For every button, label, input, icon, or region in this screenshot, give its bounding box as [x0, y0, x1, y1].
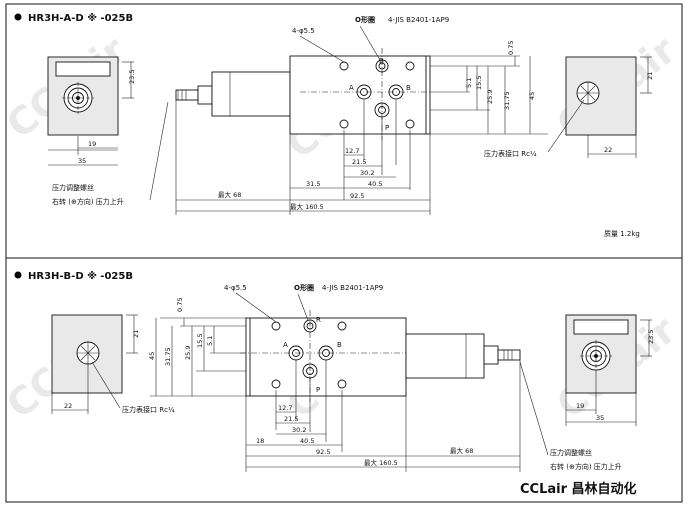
- dim-label: 19: [576, 402, 584, 410]
- rotate-note: 右转 (⊕方向) 压力上升: [52, 197, 124, 206]
- holes-label: 4-φ5.5: [224, 284, 247, 292]
- bullet-icon: [14, 13, 22, 21]
- right-end-view-b: 23.5 19 35: [565, 314, 655, 426]
- dim-label: 21: [646, 72, 654, 80]
- dim-label: 31.75: [164, 347, 172, 366]
- right-dims: 0.75 5.1 15.5 25.9 31.75 45: [430, 41, 548, 135]
- oring-spec: 4-JIS B2401-1AP9: [388, 16, 449, 24]
- dim-label: 45: [528, 92, 536, 100]
- right-end-view: 21 22 压力表接口 Rc¼: [484, 56, 654, 158]
- dim-label: 23.5: [647, 330, 655, 344]
- dim-label: 19: [88, 140, 96, 148]
- port-label: B: [406, 84, 411, 92]
- port-label: B: [337, 341, 342, 349]
- adjust-notes-b: 压力调整螺丝 右转 (⊕方向) 压力上升: [519, 361, 622, 471]
- brand-label: CCLair 昌林自动化: [520, 481, 637, 497]
- dim-label: 35: [596, 414, 604, 422]
- dim-label: 21.5: [284, 415, 298, 423]
- left-end-view-b: 21 22 压力表接口 Rc¼: [51, 314, 175, 414]
- port-label: B: [379, 57, 384, 65]
- port-label: P: [316, 386, 320, 394]
- main-valve-body-b: R A B P: [240, 310, 521, 402]
- left-end-view: 23.5 19 35: [47, 56, 136, 166]
- dim-label: 25.9: [184, 346, 192, 360]
- model-title: HR3H-B-D ※ -025B: [28, 270, 133, 282]
- dim-label: 21.5: [352, 158, 366, 166]
- model-title: HR3H-A-D ※ -025B: [28, 12, 133, 24]
- gauge-port-label: 压力表接口 Rc¼: [484, 149, 537, 158]
- gauge-port-label: 压力表接口 Rc¼: [122, 405, 175, 414]
- annotation-group: 4-φ5.5 O形圈 4-JIS B2401-1AP9: [292, 15, 449, 63]
- dim-label: 31.5: [306, 180, 320, 188]
- dim-label: 30.2: [292, 426, 306, 434]
- annotation-group-b: 4-φ5.5 O形圈 4-JIS B2401-1AP9: [224, 283, 383, 323]
- port-label: P: [385, 124, 389, 132]
- dim-label: 92.5: [316, 448, 330, 456]
- adj-screw-label: 压力调整螺丝: [550, 448, 592, 457]
- adjust-notes: 压力调整螺丝 右转 (⊕方向) 压力上升: [52, 101, 169, 206]
- dim-label: 12.7: [278, 404, 292, 412]
- dim-label: 25.9: [486, 90, 494, 104]
- dim-label: 22: [64, 402, 72, 410]
- dim-label: 18: [256, 437, 264, 445]
- dim-label: 最大 160.5: [364, 458, 398, 467]
- dim-label: 45: [148, 352, 156, 360]
- dim-label: 5.1: [206, 336, 214, 346]
- mass-label: 质量 1.2kg: [604, 229, 640, 238]
- dim-label: 35: [78, 157, 86, 165]
- rotate-note: 右转 (⊕方向) 压力上升: [550, 462, 622, 471]
- left-dims-b: 0.75 5.1 15.5 25.9 31.75 45: [148, 298, 246, 397]
- dim-label: 15.5: [475, 76, 483, 90]
- dim-label: 23.5: [128, 70, 136, 84]
- port-label: A: [349, 84, 354, 92]
- bottom-dims: 12.7 21.5 30.2 40.5 31.5 92.5 最大 68 最大 1…: [175, 100, 431, 215]
- dim-label: 0.75: [507, 41, 515, 55]
- dim-label: 5.1: [465, 78, 473, 88]
- bullet-icon: [14, 271, 22, 279]
- dim-label: 0.75: [176, 298, 184, 312]
- oring-label: O形圈: [355, 15, 375, 24]
- dim-label: 40.5: [300, 437, 314, 445]
- dim-label: 最大 68: [450, 446, 473, 455]
- dim-label: 31.75: [503, 91, 511, 110]
- dim-label: 最大 160.5: [290, 202, 324, 211]
- dim-label: 22: [604, 146, 612, 154]
- dim-label: 30.2: [360, 169, 374, 177]
- bottom-dims-b: 12.7 21.5 30.2 40.5 18 92.5 最大 68 最大 160…: [245, 360, 521, 472]
- oring-label: O形圈: [294, 283, 314, 292]
- dim-label: 40.5: [368, 180, 382, 188]
- dim-label: 21: [132, 330, 140, 338]
- dim-label: 12.7: [345, 147, 359, 155]
- oring-spec: 4-JIS B2401-1AP9: [322, 284, 383, 292]
- adj-screw-label: 压力调整螺丝: [52, 183, 94, 192]
- main-valve-body: B A B P: [175, 48, 431, 140]
- port-label: A: [283, 341, 288, 349]
- dim-label: 92.5: [350, 192, 364, 200]
- holes-label: 4-φ5.5: [292, 27, 315, 35]
- port-label: R: [316, 316, 321, 324]
- dim-label: 15.5: [196, 334, 204, 348]
- dim-label: 最大 68: [218, 190, 241, 199]
- sheet-border: [5, 3, 683, 503]
